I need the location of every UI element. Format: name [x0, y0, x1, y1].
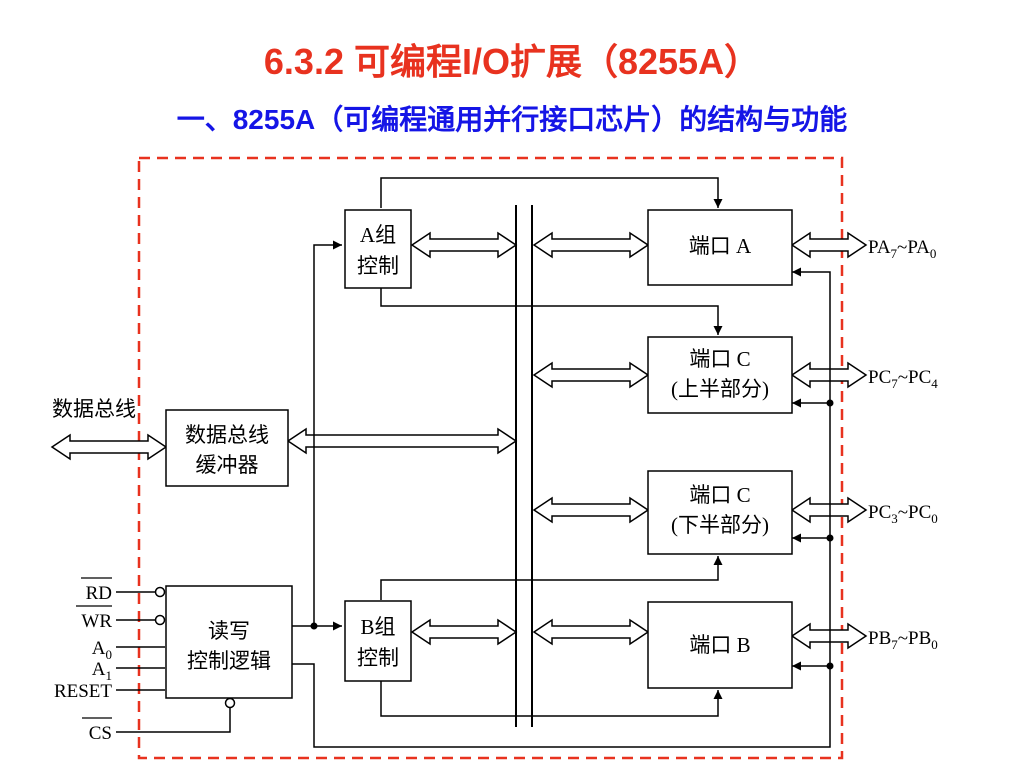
group-a-label-1: A组 — [360, 223, 396, 247]
inversion-bubbles — [154, 586, 236, 709]
external-data-bus-label: 数据总线 — [52, 397, 136, 421]
port-c-lower-label-1: 端口 C — [689, 483, 750, 507]
pin-cs-label: CS — [89, 723, 112, 744]
bus-to-group-a-arrow — [410, 231, 518, 259]
port-external-labels: PA7~PA0 PC7~PC4 PC3~PC0 PB7~PB0 — [868, 237, 938, 652]
port-c-upper-label-1: 端口 C — [689, 347, 750, 371]
port-c-lower-external-arrow — [790, 496, 868, 524]
pb-label: PB7~PB0 — [868, 628, 938, 652]
group-b-label-2: 控制 — [357, 646, 399, 670]
port-b-external-arrow — [790, 622, 868, 650]
port-a-external-arrow — [790, 231, 868, 259]
rw-logic-label-2: 控制逻辑 — [187, 649, 271, 673]
buffer-to-bus-arrow — [286, 427, 518, 455]
port-a-block: 端口 A — [647, 209, 793, 286]
port-c-upper-label-2: (上半部分) — [671, 377, 769, 401]
chip-boundary — [137, 156, 844, 760]
rw-logic-label-1: 读写 — [208, 619, 250, 643]
bus-to-port-c-upper-arrow — [532, 361, 650, 389]
group-a-label-2: 控制 — [357, 254, 399, 278]
pa-label: PA7~PA0 — [868, 237, 936, 261]
port-a-label: 端口 A — [689, 234, 752, 258]
port-c-upper-block: 端口 C (上半部分) — [647, 336, 793, 414]
port-c-upper-external-arrow — [790, 361, 868, 389]
port-c-lower-label-2: (下半部分) — [671, 513, 769, 537]
group-b-control-block: B组 控制 — [344, 600, 412, 682]
pc-lower-label: PC3~PC0 — [868, 502, 938, 526]
pin-reset-label: RESET — [54, 681, 112, 702]
buffer-label-1: 数据总线 — [185, 423, 269, 447]
pin-labels: RD WR A0 A1 RESET CS — [54, 577, 112, 744]
page-title: 6.3.2 可编程I/O扩展（8255A） — [263, 41, 761, 82]
data-bus-buffer-block: 数据总线 缓冲器 — [165, 409, 289, 487]
internal-data-bus — [515, 205, 533, 727]
bus-to-port-a-arrow — [532, 231, 650, 259]
port-b-block: 端口 B — [647, 601, 793, 689]
pin-a0-label: A0 — [92, 638, 112, 662]
pc-upper-label: PC7~PC4 — [868, 367, 938, 391]
pin-wr-label: WR — [81, 611, 112, 632]
port-c-lower-block: 端口 C (下半部分) — [647, 470, 793, 555]
bus-to-port-b-arrow — [532, 618, 650, 646]
pin-a1-label: A1 — [92, 659, 112, 683]
page-subtitle: 一、8255A（可编程通用并行接口芯片）的结构与功能 — [176, 104, 848, 135]
external-data-bus-arrow — [50, 433, 168, 461]
control-lines — [116, 177, 831, 748]
bus-to-group-b-arrow — [410, 618, 518, 646]
pin-rd-label: RD — [86, 583, 112, 604]
bus-arrows — [50, 231, 868, 650]
group-b-label-1: B组 — [360, 615, 395, 639]
rw-control-logic-block: 读写 控制逻辑 — [165, 585, 293, 699]
port-b-label: 端口 B — [689, 633, 750, 657]
bus-to-port-c-lower-arrow — [532, 496, 650, 524]
buffer-label-2: 缓冲器 — [196, 453, 259, 477]
junction-dots — [310, 399, 834, 670]
group-a-control-block: A组 控制 — [344, 209, 412, 289]
